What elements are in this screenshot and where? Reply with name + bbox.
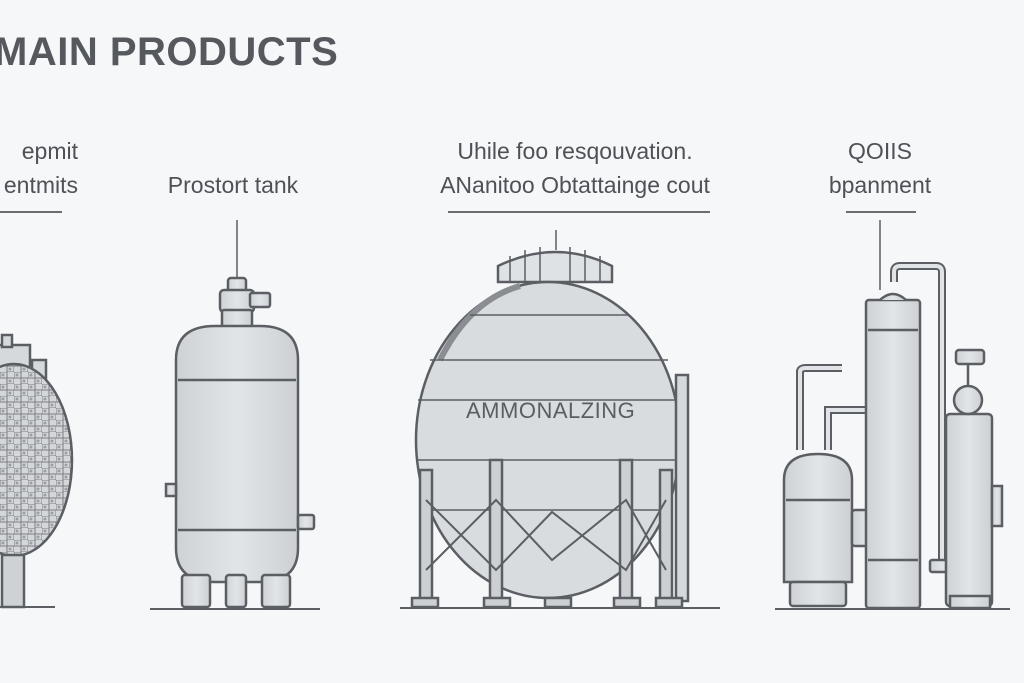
product-label-exchanger: epmit entmits xyxy=(0,134,78,202)
product-label-line: entmits xyxy=(3,172,78,198)
pressure-tank-icon xyxy=(164,220,316,609)
heat-exchanger-icon xyxy=(0,333,74,609)
spherical-storage-tank-icon: AMMONALZING xyxy=(410,230,690,609)
product-label-line: Prostort tank xyxy=(167,172,299,198)
distillation-column-icon xyxy=(782,220,1004,610)
product-label-column: QOIIS bpanment xyxy=(800,134,960,202)
page-title: MAIN PRODUCTS xyxy=(0,30,339,74)
product-label-line: Uhile foo resqouvation. xyxy=(457,138,693,164)
label-underline xyxy=(846,211,916,213)
product-label-line: bpanment xyxy=(828,172,932,198)
product-label-line: ANanitoo Obtattainge cout xyxy=(440,172,710,198)
product-label-spherical-tank: Uhile foo resqouvation. ANanitoo Obtatta… xyxy=(410,134,740,202)
tank-embossed-text: AMMONALZING xyxy=(466,398,635,423)
label-underline xyxy=(0,211,62,213)
product-label-pressure-tank: Prostort tank xyxy=(148,168,318,202)
product-label-line: epmit xyxy=(21,138,78,164)
label-underline xyxy=(448,211,710,213)
product-label-line: QOIIS xyxy=(848,138,912,164)
